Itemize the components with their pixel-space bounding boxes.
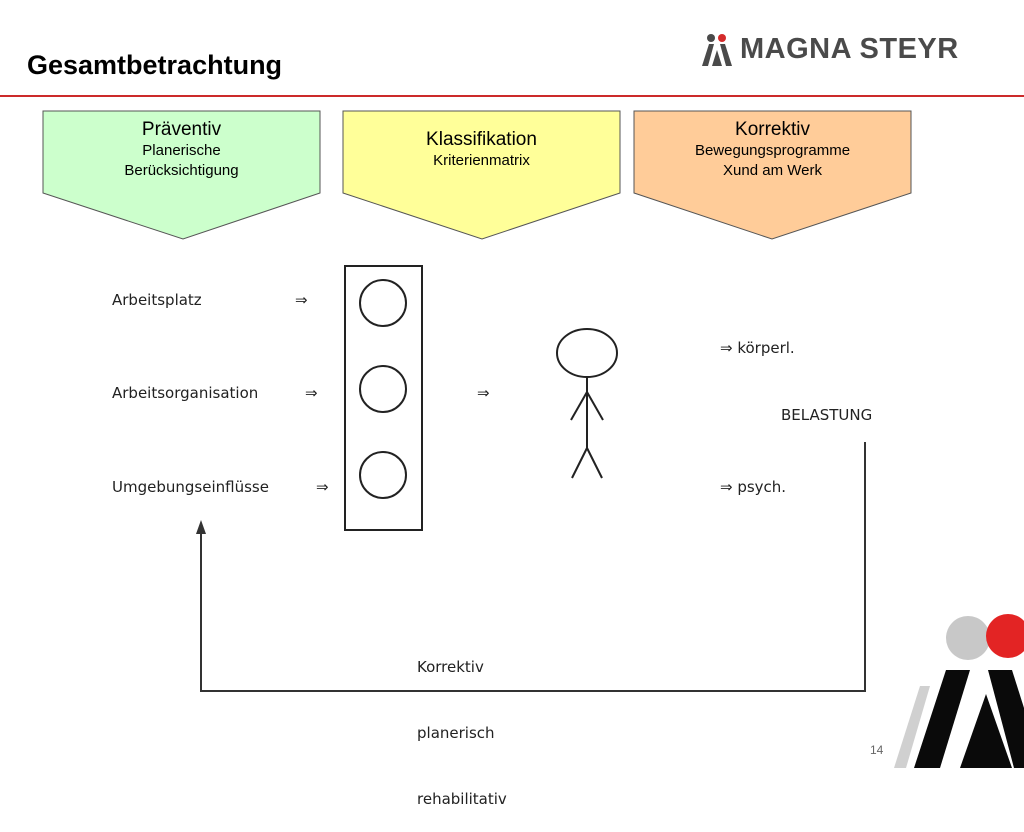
feedback-arrowhead-icon — [196, 520, 206, 534]
box-praeventiv-line1: Planerische — [142, 142, 221, 159]
output-psych: ⇒ psych. — [720, 478, 787, 496]
arrow-arbeitsorganisation-icon: ⇒ — [305, 384, 318, 402]
box-klassifikation: Klassifikation Kriterienmatrix — [343, 129, 620, 171]
box-praeventiv-shape — [42, 110, 321, 240]
box-korrektiv-line2: Xund am Werk — [723, 162, 822, 179]
box-klassifikation-shape — [342, 110, 621, 240]
box-praeventiv-heading: Präventiv — [141, 119, 222, 140]
box-klassifikation-line1: Kriterienmatrix — [433, 152, 530, 169]
input-arbeitsplatz: Arbeitsplatz — [112, 291, 202, 309]
page-title: Gesamtbetrachtung — [27, 50, 283, 80]
person-figure-icon — [556, 328, 618, 479]
feedback-line-1: Korrektiv — [417, 658, 484, 676]
traffic-light-top — [359, 279, 407, 327]
traffic-light-frame — [344, 265, 423, 531]
diagram-canvas — [42, 110, 912, 692]
feedback-line-2: planerisch — [417, 724, 495, 742]
feedback-loop-line — [200, 442, 866, 692]
output-koerperl: ⇒ körperl. — [720, 339, 795, 357]
title-divider — [0, 95, 1024, 97]
company-logo: MAGNA STEYR — [700, 32, 959, 66]
box-korrektiv: Korrektiv Bewegungsprogramme Xund am Wer… — [634, 119, 911, 181]
traffic-light-bottom — [359, 451, 407, 499]
box-korrektiv-shape — [633, 110, 912, 240]
feedback-text: Korrektiv planerisch rehabilitativ — [417, 612, 507, 832]
box-klassifikation-heading: Klassifikation — [426, 129, 537, 150]
box-korrektiv-heading: Korrektiv — [735, 119, 810, 140]
box-praeventiv: Präventiv Planerische Berücksichtigung — [43, 119, 320, 181]
traffic-light-middle — [359, 365, 407, 413]
arrow-umgebungseinfluesse-icon: ⇒ — [316, 478, 329, 496]
arrow-to-person-icon: ⇒ — [477, 384, 490, 402]
box-praeventiv-line2: Berücksichtigung — [124, 162, 239, 179]
feedback-line-3: rehabilitativ — [417, 790, 507, 808]
input-umgebungseinfluesse: Umgebungseinflüsse — [112, 478, 269, 496]
box-korrektiv-line1: Bewegungsprogramme — [694, 142, 851, 159]
belastung-label: BELASTUNG — [781, 406, 873, 424]
corner-decoration-icon — [894, 614, 1024, 768]
arrow-arbeitsplatz-icon: ⇒ — [295, 291, 308, 309]
input-arbeitsorganisation: Arbeitsorganisation — [112, 384, 259, 402]
page-number: 14 — [870, 743, 884, 757]
logo-mark-icon — [702, 34, 732, 66]
logo-text: MAGNA STEYR — [740, 32, 959, 65]
